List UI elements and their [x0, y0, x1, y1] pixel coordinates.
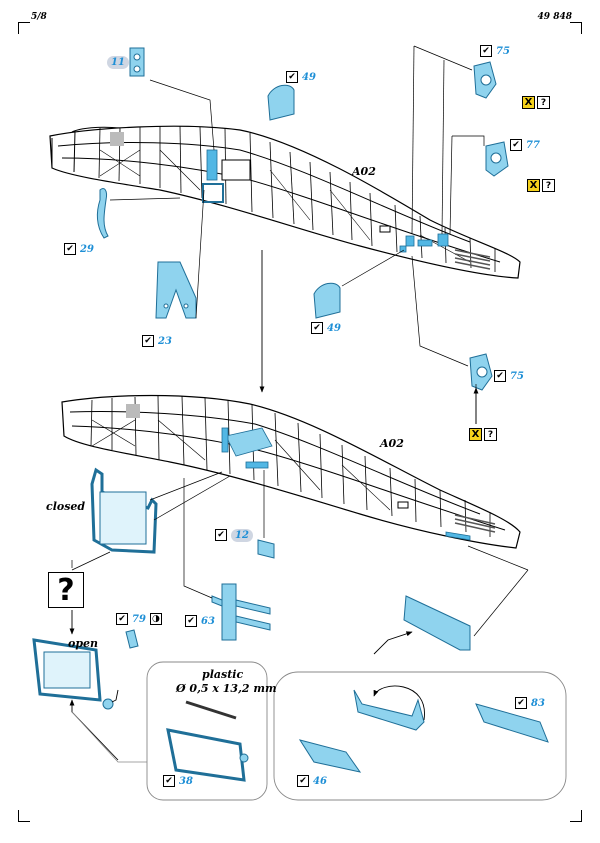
label-plastic-dimension: Ø 0,5 x 13,2 mm [176, 682, 277, 695]
part-number: 79 [132, 613, 146, 625]
part-number: 63 [201, 615, 215, 627]
x-icon: X [469, 428, 482, 441]
checkbox-icon: ✔ [297, 775, 309, 787]
section-label-a02-bottom: A02 [380, 437, 404, 450]
etch-parts [32, 47, 549, 782]
crop-mark [581, 22, 582, 34]
section-label-a02-top: A02 [352, 165, 376, 178]
checkbox-icon: ✔ [185, 615, 197, 627]
checkbox-icon: ✔ [515, 697, 527, 709]
installed-etch-top [202, 149, 449, 253]
part-number: 29 [80, 243, 94, 255]
question-mark-box: ? [48, 572, 84, 608]
bend-icon: ◑ [149, 613, 162, 625]
crop-mark [581, 810, 582, 822]
part-tag-38: ✔ 38 [163, 774, 193, 788]
fuselage-top [49, 125, 521, 279]
checkbox-icon: ✔ [480, 45, 492, 57]
part-tag-83: ✔ 83 [515, 696, 545, 710]
question-icon: ? [537, 96, 550, 109]
x-icon: X [522, 96, 535, 109]
checkbox-icon: ✔ [142, 335, 154, 347]
installed-etch-bottom [221, 427, 471, 541]
checkbox-icon: ✔ [116, 613, 128, 625]
checkbox-icon: ✔ [163, 775, 175, 787]
fuselage-bottom [61, 394, 521, 549]
checkbox-icon: ✔ [64, 243, 76, 255]
plastic-panel [146, 661, 268, 801]
crop-mark [18, 22, 30, 23]
fold-circle-icon: 12 [231, 528, 253, 542]
part-number: 38 [179, 775, 193, 787]
crop-mark [18, 810, 19, 822]
page-number: 5/8 [31, 12, 47, 22]
part-tag-75-mid: ✔ 75 [494, 369, 524, 383]
checkbox-icon: ✔ [286, 71, 298, 83]
question-icon: ? [484, 428, 497, 441]
part-tag-49-top: ✔ 49 [286, 70, 316, 84]
label-closed: closed [46, 500, 86, 513]
part-tag-29: ✔ 29 [64, 242, 94, 256]
warning-x-75-top: X? [522, 96, 550, 109]
label-open: open [68, 637, 99, 650]
checkbox-icon: ✔ [215, 529, 227, 541]
part-number: 23 [158, 335, 172, 347]
part-number: 46 [313, 775, 327, 787]
part-tag-79: ✔ 79 ◑ [116, 612, 162, 626]
part-tag-46: ✔ 46 [297, 774, 327, 788]
crop-mark [570, 821, 582, 822]
part-tag-11: 11 [107, 55, 129, 69]
part-tag-12: ✔ 12 [215, 528, 253, 542]
part-tag-77: ✔ 77 [510, 138, 540, 152]
x-icon: X [527, 179, 540, 192]
part-number: 49 [327, 322, 341, 334]
question-icon: ? [542, 179, 555, 192]
label-plastic: plastic [202, 668, 244, 681]
crop-mark [570, 22, 582, 23]
part-tag-75-top: ✔ 75 [480, 44, 510, 58]
part-number: 75 [496, 45, 510, 57]
part-number: 75 [510, 370, 524, 382]
part-code: 49 848 [537, 12, 572, 22]
fold-circle-icon: 11 [107, 55, 129, 69]
checkbox-icon: ✔ [311, 322, 323, 334]
part-number: 12 [235, 529, 249, 541]
part-number: 83 [531, 697, 545, 709]
part-number: 11 [111, 56, 125, 68]
part-tag-63: ✔ 63 [185, 614, 215, 628]
warning-x-77: X? [527, 179, 555, 192]
sub-assembly-panel [273, 671, 567, 801]
part-tag-23: ✔ 23 [142, 334, 172, 348]
crop-mark [18, 22, 19, 34]
part-tag-49-mid: ✔ 49 [311, 321, 341, 335]
crop-mark [18, 821, 30, 822]
warning-x-75-mid: X? [469, 428, 497, 441]
part-number: 49 [302, 71, 316, 83]
part-number: 77 [526, 139, 540, 151]
checkbox-icon: ✔ [510, 139, 522, 151]
checkbox-icon: ✔ [494, 370, 506, 382]
